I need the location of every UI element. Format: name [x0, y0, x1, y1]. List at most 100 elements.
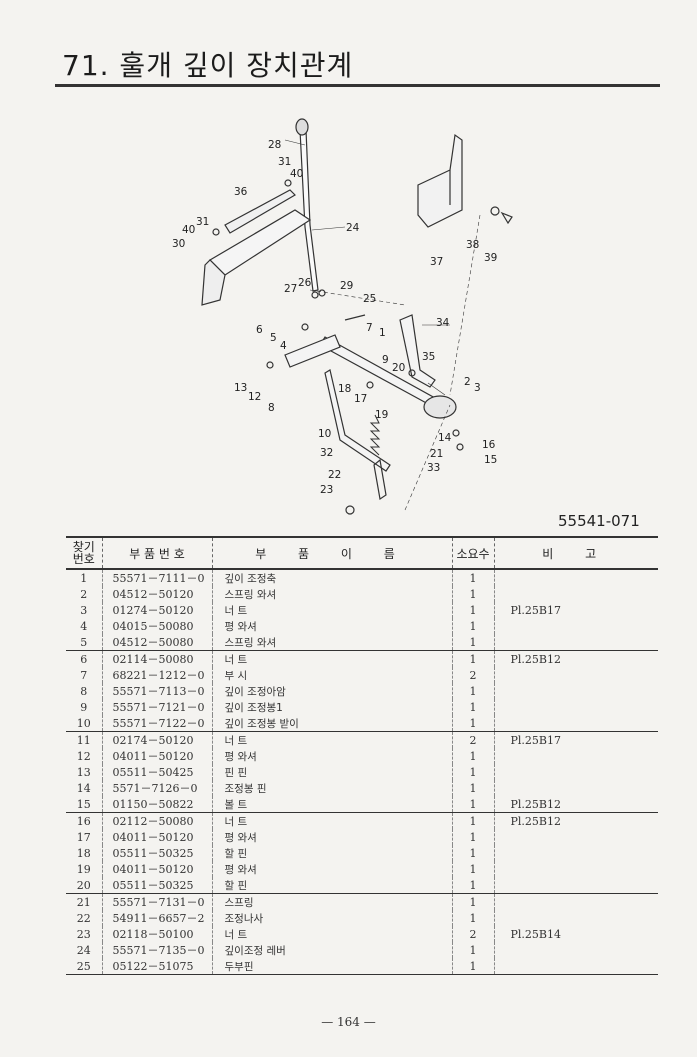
callout-27: 27: [284, 283, 297, 295]
row-remarks: [494, 877, 658, 894]
row-qty: 1: [452, 796, 495, 813]
row-part-name: 너 트: [212, 602, 453, 618]
callout-20: 20: [392, 362, 405, 374]
callout-13: 13: [234, 382, 247, 394]
row-part-name: 너 트: [212, 731, 453, 748]
row-part-name: 깊이 조정아암: [212, 683, 453, 699]
row-qty: 1: [452, 893, 495, 910]
row-part-name: 부 시: [212, 667, 453, 683]
callout-1: 1: [379, 327, 386, 339]
row-remarks: [494, 683, 658, 699]
callout-25: 25: [363, 293, 376, 305]
row-part-no: 05511－50325: [102, 877, 213, 894]
row-find-no: 22: [66, 910, 103, 926]
row-remarks: [494, 861, 658, 877]
row-qty: 1: [452, 780, 495, 796]
callout-33: 33: [427, 462, 440, 474]
row-find-no: 12: [66, 748, 103, 764]
row-part-name: 스프링: [212, 893, 453, 910]
row-find-no: 23: [66, 926, 103, 942]
row-qty: 1: [452, 845, 495, 861]
row-part-no: 55571－7131－0: [102, 893, 213, 910]
row-remarks: [494, 894, 658, 911]
row-qty: 2: [452, 667, 495, 683]
row-part-no: 01274－50120: [102, 602, 213, 618]
callout-8: 8: [268, 402, 275, 414]
row-part-name: 스프링 와셔: [212, 634, 453, 651]
row-remarks: [494, 829, 658, 845]
row-part-name: 깊이 조정축: [212, 569, 453, 586]
row-remarks: Pl.25B12: [510, 652, 562, 666]
row-part-name: 평 와셔: [212, 861, 453, 877]
row-part-name: 할 핀: [212, 845, 453, 861]
row-part-name: 너 트: [212, 812, 453, 829]
row-find-no: 10: [66, 715, 103, 732]
callout-30: 30: [172, 238, 185, 250]
row-find-no: 16: [66, 812, 103, 829]
row-part-no: 55571－7121－0: [102, 699, 213, 715]
row-part-name: 깊이 조정봉 받이: [212, 715, 453, 732]
title-rule: [55, 84, 660, 87]
row-qty: 1: [452, 634, 495, 651]
callout-5: 5: [270, 332, 277, 344]
row-qty: 1: [452, 650, 495, 667]
row-remarks: [494, 667, 658, 683]
row-find-no: 6: [66, 650, 103, 667]
exploded-parts-diagram: 28 31 40 36 24 31 40 30 37 38 39 27 26 2…: [172, 118, 513, 515]
row-remarks: [494, 634, 658, 651]
row-part-name: 두부핀: [212, 958, 453, 975]
row-find-no: 13: [66, 764, 103, 780]
row-qty: 1: [452, 958, 495, 975]
row-part-name: 조정나사: [212, 910, 453, 926]
drawing-number: 55541-071: [558, 512, 640, 530]
callout-35: 35: [422, 351, 435, 363]
row-find-no: 8: [66, 683, 103, 699]
row-remarks: [494, 845, 658, 861]
row-remarks: [494, 764, 658, 780]
row-qty: 1: [452, 877, 495, 894]
callout-31: 31: [278, 156, 291, 168]
callout-14: 14: [438, 432, 452, 444]
row-part-no: 05511－50425: [102, 764, 213, 780]
row-find-no: 9: [66, 699, 103, 715]
callout-40b: 40: [182, 224, 195, 236]
row-part-name: 깊이 조정봉1: [212, 699, 453, 715]
row-remarks: [494, 958, 658, 975]
row-part-name: 평 와셔: [212, 618, 453, 634]
callout-34: 34: [436, 317, 450, 329]
row-part-name: 핀 핀: [212, 764, 453, 780]
header-part-no: 부 품 번 호: [102, 536, 213, 570]
row-remarks: Pl.25B17: [510, 603, 562, 617]
row-find-no: 14: [66, 780, 103, 796]
callout-19: 19: [375, 409, 388, 421]
row-part-no: 04512－50120: [102, 586, 213, 602]
row-remarks: [494, 618, 658, 634]
row-find-no: 2: [66, 586, 103, 602]
callout-37: 37: [430, 256, 443, 268]
row-remarks: Pl.25B14: [510, 927, 562, 941]
row-qty: 1: [452, 569, 495, 586]
row-find-no: 15: [66, 796, 103, 813]
callout-17: 17: [354, 393, 367, 405]
row-part-no: 05122－51075: [102, 958, 213, 975]
row-qty: 1: [452, 764, 495, 780]
callout-26: 26: [298, 277, 312, 289]
row-remarks: Pl.25B12: [510, 814, 562, 828]
row-part-no: 04512－50080: [102, 634, 213, 651]
row-remarks: [494, 569, 658, 586]
callout-28: 28: [268, 139, 281, 151]
row-part-name: 볼 트: [212, 796, 453, 813]
header-remarks: 비 고: [494, 536, 658, 570]
